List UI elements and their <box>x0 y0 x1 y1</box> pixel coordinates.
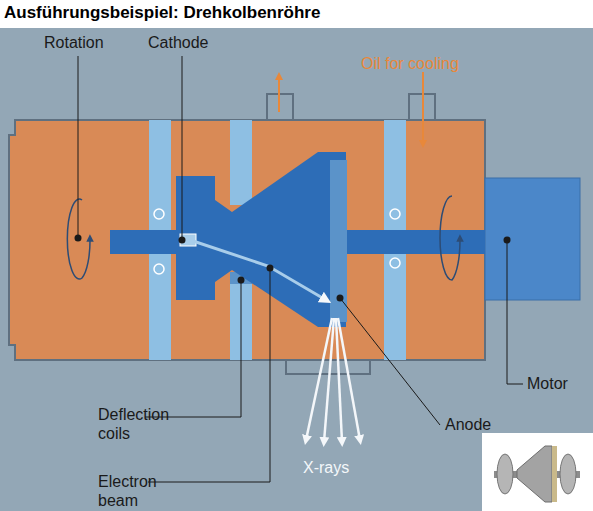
leader-line <box>340 298 440 425</box>
anode-cone <box>232 152 346 327</box>
leader-dot <box>337 295 344 302</box>
leader-line <box>78 56 79 238</box>
leader-line <box>507 240 523 384</box>
photo-bearing <box>497 454 513 494</box>
xray-arrow <box>324 318 334 442</box>
exit-window <box>286 360 370 374</box>
photo-inset <box>482 433 593 511</box>
leader-line <box>145 280 241 417</box>
background-panel <box>0 28 593 511</box>
bearing-ball <box>154 264 164 274</box>
oil-flow-arrow <box>278 76 280 112</box>
diagram-title: Ausführungsbeispiel: Drehkolbenröhre <box>4 3 320 23</box>
rotation-symbol <box>67 199 90 279</box>
bearing-ball <box>390 258 400 268</box>
part-label: Anode <box>445 415 515 434</box>
photo-anode <box>517 446 552 502</box>
bearing-ball <box>390 209 400 219</box>
cathode-body <box>176 176 232 300</box>
part-label: Rotation <box>44 33 134 52</box>
oil-housing <box>9 120 485 360</box>
oil-flow-arrow <box>422 72 424 144</box>
photo-anode-disc <box>552 446 557 502</box>
photo-bearing <box>560 454 576 494</box>
leader-dot <box>238 277 245 284</box>
part-label: Electron beam <box>98 472 176 510</box>
bearing <box>386 205 404 223</box>
bearing <box>150 205 168 223</box>
leader-line <box>148 268 270 482</box>
motor-block <box>485 178 580 300</box>
leader-dot <box>504 237 511 244</box>
rotation-symbol <box>440 196 460 280</box>
xray-arrow <box>338 318 360 440</box>
part-label: Deflection coils <box>98 405 186 443</box>
leader-dot <box>267 265 274 272</box>
coil-support <box>230 120 252 205</box>
part-label: Cathode <box>148 33 238 52</box>
bearing <box>150 260 168 278</box>
leader-dot <box>75 235 82 242</box>
electron-beam <box>190 240 326 300</box>
anode-disc <box>330 160 347 322</box>
part-label: Motor <box>527 374 593 393</box>
bearing <box>386 254 404 272</box>
bearing-ball <box>154 209 164 219</box>
leader-line <box>182 56 183 240</box>
flow-label: Oil for cooling <box>361 54 501 73</box>
leader-dot <box>179 237 186 244</box>
radiation-label: X-rays <box>303 458 373 477</box>
